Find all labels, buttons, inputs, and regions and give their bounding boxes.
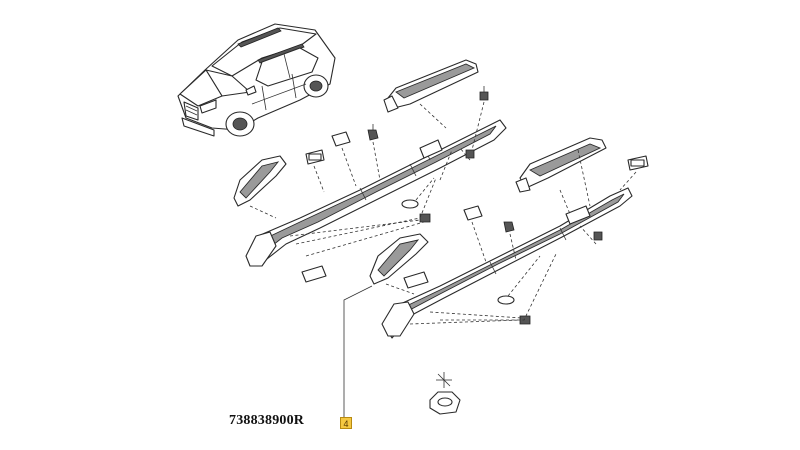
right-roof-rail-assembly [369,137,649,339]
vehicle-illustration [177,23,336,137]
callout-number-badge[interactable]: 4 [340,417,352,429]
fastener-nut-detail [429,372,461,415]
left-roof-rail-assembly [233,59,507,283]
callout-leader-line [343,285,373,418]
part-number-label: 738838900R [229,413,305,428]
